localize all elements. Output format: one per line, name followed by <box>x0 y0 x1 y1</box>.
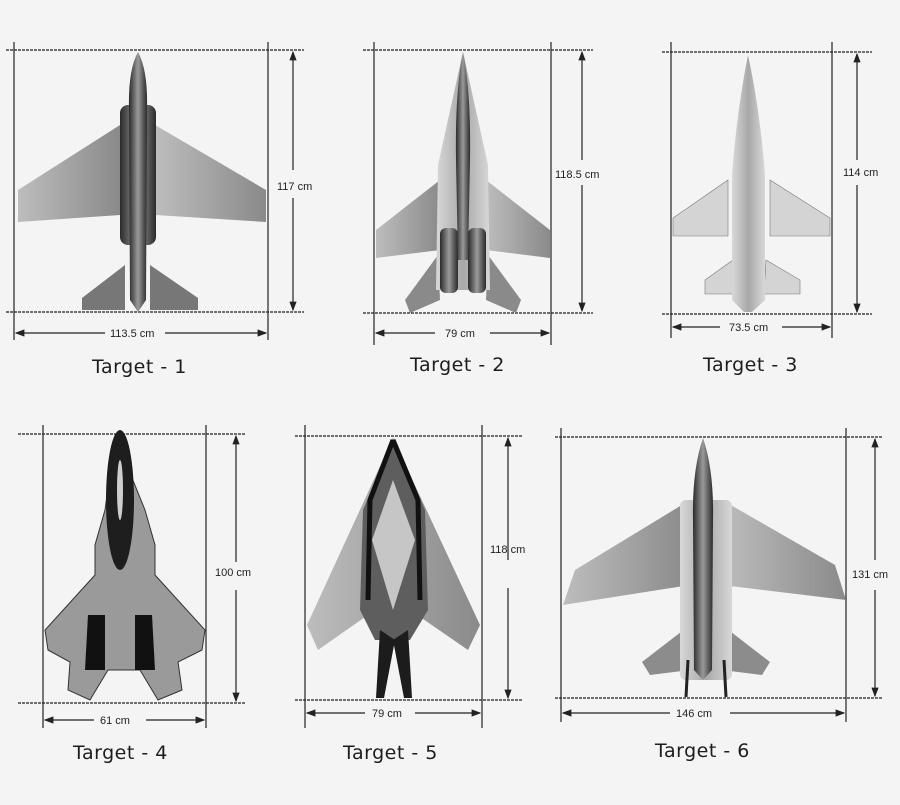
target-3-height-label: 114 cm <box>843 167 878 179</box>
target-2-aircraft-planform <box>376 52 550 313</box>
target-6-caption: Target - 6 <box>655 740 750 762</box>
target-1-height-label: 117 cm <box>277 181 312 193</box>
target-4-height-label: 100 cm <box>215 567 251 579</box>
target-5-caption: Target - 5 <box>343 742 438 764</box>
target-1-width-label: 113.5 cm <box>110 328 154 340</box>
target-6-aircraft-planform <box>563 438 846 698</box>
target-3-caption: Target - 3 <box>703 354 798 376</box>
target-5-width-label: 79 cm <box>372 708 402 720</box>
target-3-diagram <box>662 42 872 338</box>
target-4-width-label: 61 cm <box>100 715 130 727</box>
target-3-aircraft-planform <box>672 55 831 312</box>
target-1-aircraft-planform <box>18 52 266 312</box>
target-4-caption: Target - 4 <box>73 742 168 764</box>
target-4-diagram <box>18 425 246 728</box>
target-5-diagram <box>295 425 523 728</box>
target-2-diagram <box>363 42 593 345</box>
target-2-height-label: 118.5 cm <box>555 169 599 181</box>
target-1-caption: Target - 1 <box>92 356 187 378</box>
target-6-width-label: 146 cm <box>676 708 712 720</box>
target-4-aircraft-planform <box>44 430 206 701</box>
target-3-width-label: 73.5 cm <box>729 322 768 334</box>
target-1-diagram <box>6 42 304 340</box>
target-5-aircraft-planform <box>307 438 480 698</box>
target-2-width-label: 79 cm <box>445 328 475 340</box>
target-6-diagram <box>555 428 883 722</box>
target-5-height-label: 118 cm <box>490 544 525 556</box>
target-6-height-label: 131 cm <box>852 569 888 581</box>
target-2-caption: Target - 2 <box>410 354 505 376</box>
